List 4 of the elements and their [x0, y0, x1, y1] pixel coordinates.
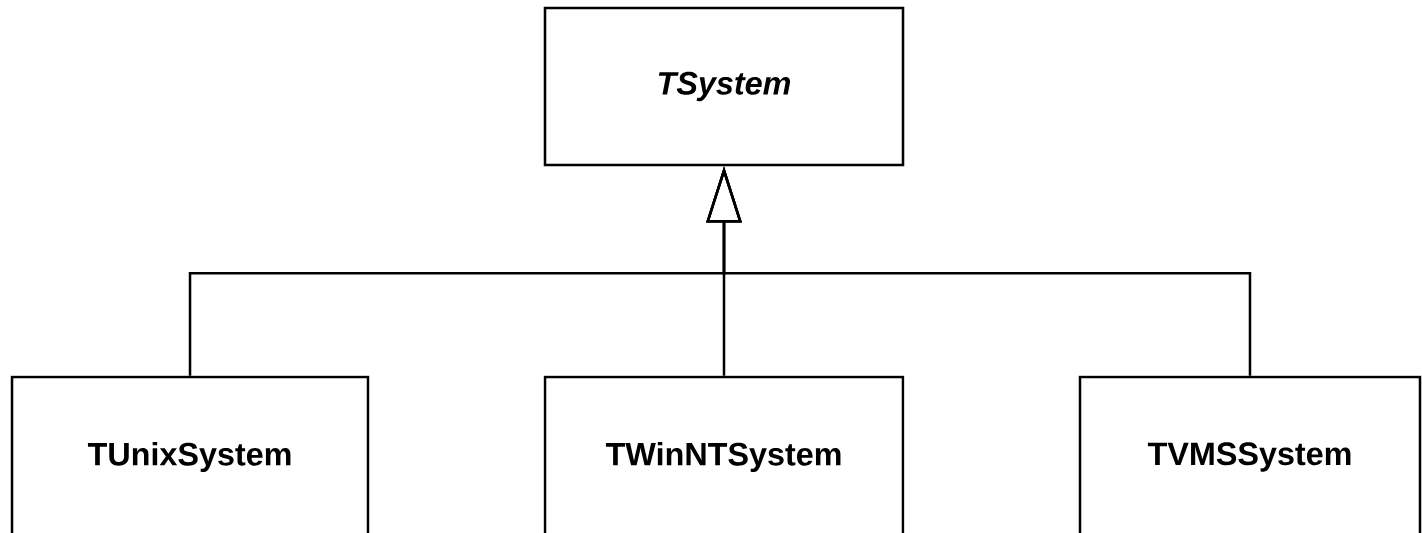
class-box: TWinNTSystem: [543, 375, 905, 533]
class-box: TSystem: [543, 6, 905, 167]
class-box: TUnixSystem: [10, 375, 370, 533]
class-box: TVMSSystem: [1078, 375, 1422, 533]
